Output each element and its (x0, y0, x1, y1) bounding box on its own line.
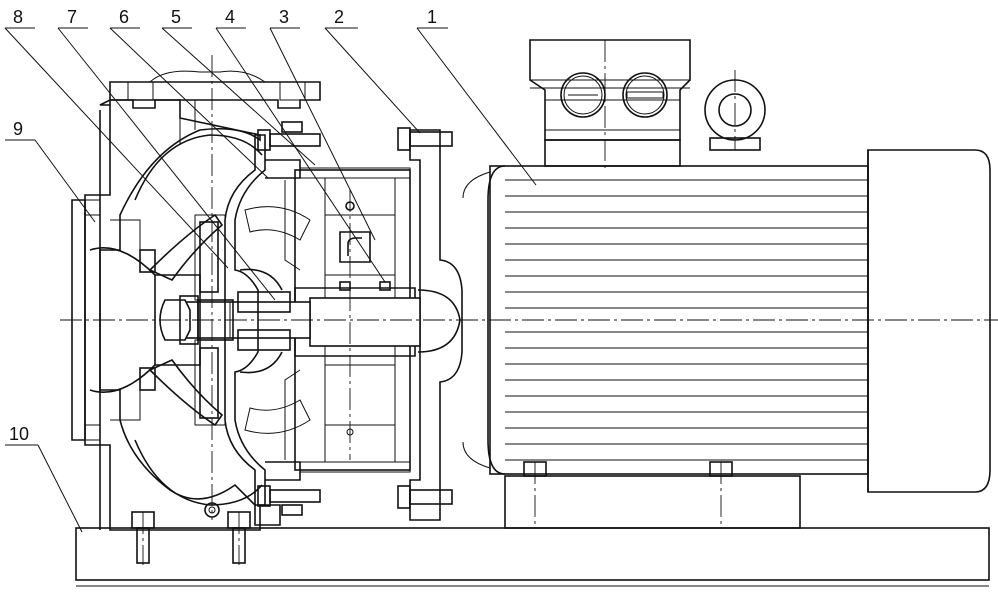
callout-labels: 1 2 3 4 5 6 7 8 9 10 (9, 7, 437, 444)
mechanical-seal (237, 268, 291, 374)
callout-6: 6 (119, 7, 129, 27)
leader-lines (4, 27, 537, 533)
centerlines (60, 40, 998, 520)
callout-3: 3 (279, 7, 289, 27)
shaft (184, 281, 421, 357)
base-plate (75, 475, 990, 587)
callout-1: 1 (427, 7, 437, 27)
pump-casing (71, 70, 321, 531)
callout-7: 7 (67, 7, 77, 27)
callout-5: 5 (171, 7, 181, 27)
motor (462, 39, 991, 528)
motor-fins (505, 179, 868, 461)
bolts (131, 121, 453, 565)
callout-2: 2 (334, 7, 344, 27)
callout-9: 9 (13, 119, 23, 139)
callout-10: 10 (9, 424, 29, 444)
callout-4: 4 (225, 7, 235, 27)
callout-8: 8 (13, 7, 23, 27)
